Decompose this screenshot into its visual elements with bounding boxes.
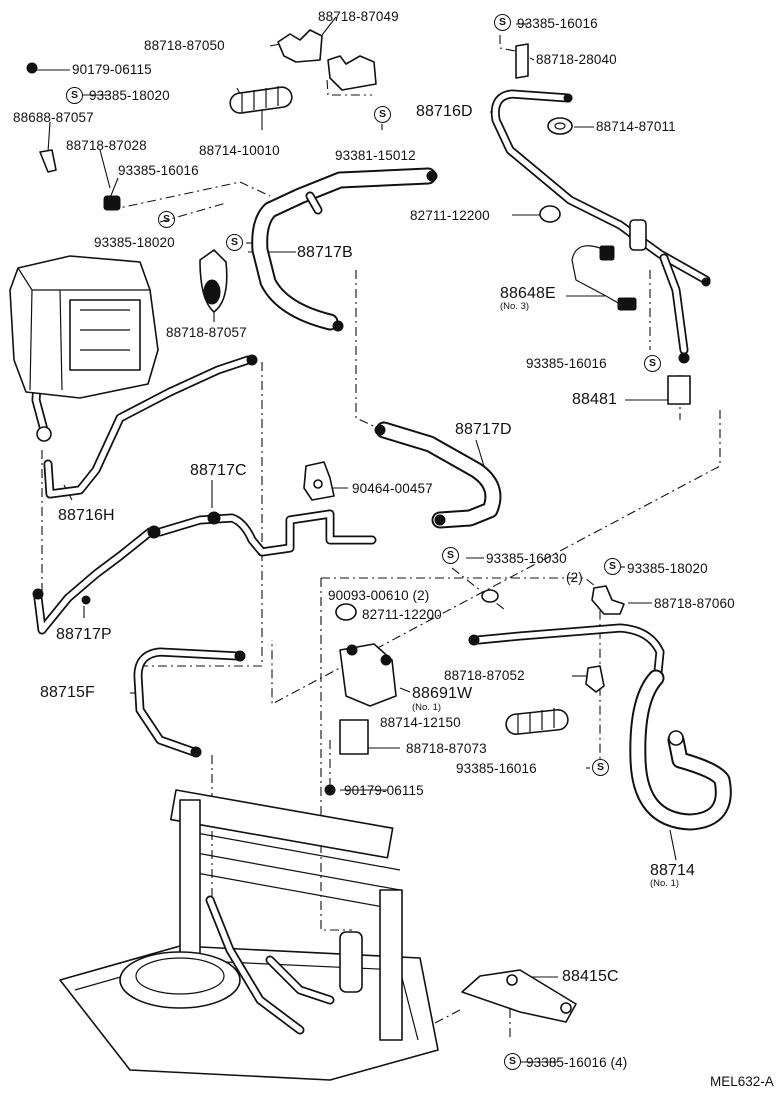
- small-parts: [26, 29, 711, 1023]
- label-90179-06115-low: 90179-06115: [344, 783, 424, 798]
- label-88714-10010: 88714-10010: [199, 143, 280, 158]
- label-88718-87049: 88718-87049: [318, 9, 399, 24]
- label-88716H: 88716H: [58, 507, 115, 524]
- label-88718-87052: 88718-87052: [444, 668, 525, 683]
- s-badge: S: [494, 14, 511, 31]
- label-93385-18020-left: 93385-18020: [89, 88, 170, 103]
- tubing: [31, 89, 732, 831]
- evaporator-unit: [9, 255, 159, 442]
- label-82711-12200-mid: 82711-12200: [362, 607, 442, 622]
- label-88718-28040: 88718-28040: [536, 52, 617, 67]
- s-badge: S: [226, 234, 243, 251]
- label-88717B: 88717B: [297, 244, 353, 261]
- s-badge: S: [644, 355, 661, 372]
- label-qty-2: (2): [566, 570, 583, 585]
- label-90464-00457: 90464-00457: [352, 481, 433, 496]
- label-93385-16016-right: 93385-16016: [526, 356, 607, 371]
- label-88481: 88481: [572, 391, 617, 408]
- label-88718-87060: 88718-87060: [654, 596, 735, 611]
- label-93385-16016-qty4: 93385-16016 (4): [526, 1055, 628, 1070]
- label-93381-15012: 93381-15012: [335, 148, 416, 163]
- label-88718-87028: 88718-87028: [66, 138, 147, 153]
- label-88714: 88714: [650, 862, 695, 879]
- s-badge: S: [604, 558, 621, 575]
- s-badge: S: [504, 1053, 521, 1070]
- label-93385-16030: 93385-16030: [486, 551, 567, 566]
- label-93385-16016-low: 93385-16016: [456, 761, 537, 776]
- label-88688-87057: 88688-87057: [13, 110, 94, 125]
- label-88717D: 88717D: [455, 421, 512, 438]
- s-badge: S: [66, 87, 83, 104]
- label-88415C: 88415C: [562, 968, 619, 985]
- label-90179-06115-top: 90179-06115: [72, 62, 152, 77]
- label-88718-87057: 88718-87057: [166, 325, 247, 340]
- label-82711-12200-top: 82711-12200: [410, 208, 490, 223]
- label-88691W-sub: (No. 1): [412, 702, 442, 713]
- label-88717C: 88717C: [190, 462, 247, 479]
- label-88716D: 88716D: [416, 103, 473, 120]
- s-badge: S: [442, 547, 459, 564]
- label-88718-87073: 88718-87073: [406, 741, 487, 756]
- label-88691W: 88691W: [412, 685, 473, 702]
- condenser-assembly: [59, 789, 439, 1081]
- leader-lines: [35, 16, 677, 1063]
- label-88648E: 88648E: [500, 285, 556, 302]
- label-88718-87050: 88718-87050: [144, 38, 225, 53]
- label-88648E-sub: (No. 3): [500, 301, 530, 312]
- label-93385-18020-right: 93385-18020: [627, 561, 708, 576]
- label-93385-16016-top: 93385-16016: [517, 16, 598, 31]
- diagram-code: MEL632-A: [710, 1074, 774, 1089]
- label-90093-00610: 90093-00610 (2): [328, 588, 430, 603]
- label-88714-sub: (No. 1): [650, 878, 680, 889]
- label-93385-18020-mid: 93385-18020: [94, 235, 175, 250]
- s-badge: S: [158, 211, 175, 228]
- label-88714-12150: 88714-12150: [380, 715, 461, 730]
- s-badge: S: [592, 759, 609, 776]
- label-88717P: 88717P: [56, 626, 112, 643]
- label-93385-16016-mid: 93385-16016: [118, 163, 199, 178]
- label-88715F: 88715F: [40, 684, 95, 701]
- label-88714-87011: 88714-87011: [596, 119, 676, 134]
- s-badge: S: [374, 106, 391, 123]
